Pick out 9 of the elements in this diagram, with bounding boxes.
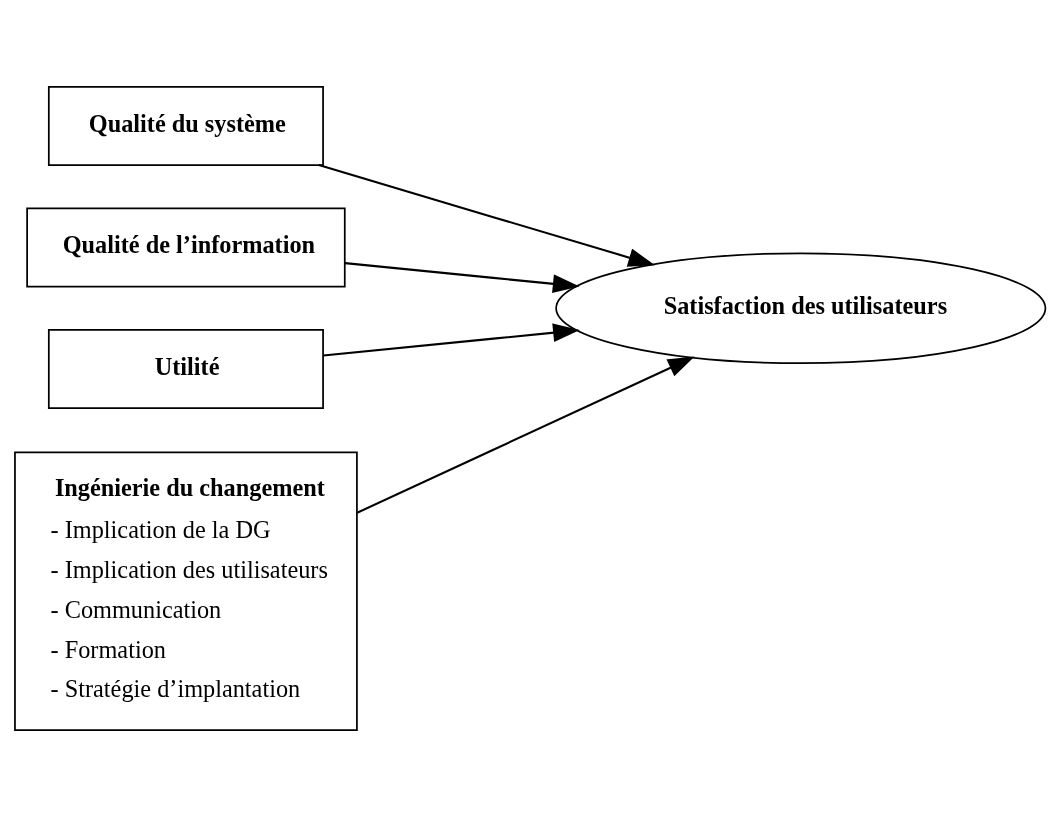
node-box: Utilité bbox=[47, 328, 324, 409]
node-box: Qualité du système bbox=[47, 85, 324, 166]
arrow bbox=[323, 322, 580, 357]
arrow bbox=[345, 261, 580, 293]
arrow bbox=[318, 163, 656, 267]
arrow bbox=[356, 356, 695, 514]
node-ellipse: Satisfaction des utilisateurs bbox=[555, 251, 1047, 364]
node-box: Ingénierie du changement - Implication de la DG - Implication des utilisateurs - Communication - Formation - Stratégie d’implantation bbox=[14, 450, 358, 731]
node-box: Qualité de l’information bbox=[26, 207, 346, 287]
